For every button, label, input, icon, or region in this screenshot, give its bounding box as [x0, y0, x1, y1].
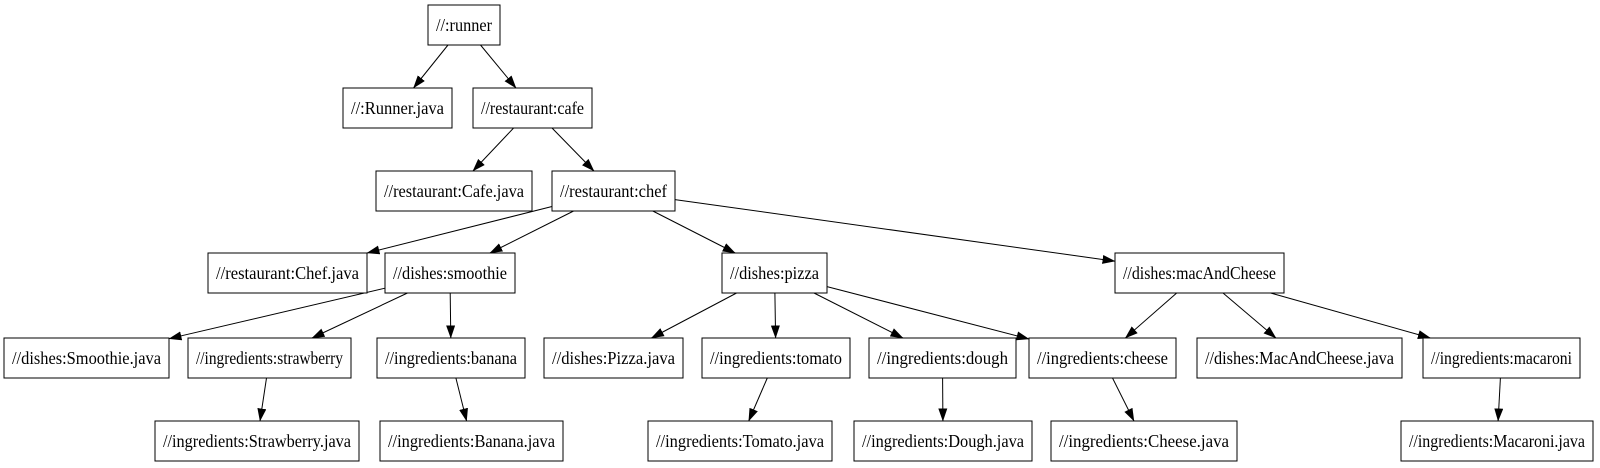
node-box-cafe_java [375, 170, 533, 212]
node-box-tomato_java [647, 420, 833, 462]
node-box-banana [376, 337, 526, 379]
graph-edge-pizza-tomato [770, 292, 780, 339]
graph-edge-macandcheese-macaroni [1270, 292, 1431, 339]
node-label-tomato_java: //ingredients:Tomato.java [656, 431, 824, 451]
graph-node-pizza: //dishes:pizza [721, 252, 828, 294]
graph-edge-runner-cafe [480, 44, 517, 89]
node-box-macaroni [1422, 337, 1581, 379]
graph-node-cheese_java: //ingredients:Cheese.java [1050, 420, 1238, 462]
node-label-cafe_java: //restaurant:Cafe.java [384, 181, 524, 201]
graph-node-chef: //restaurant:chef [551, 170, 676, 212]
node-label-macaroni_java: //ingredients:Macaroni.java [1409, 431, 1585, 451]
graph-node-smoothie_java: //dishes:Smoothie.java [3, 337, 170, 379]
node-label-cheese: //ingredients:cheese [1037, 348, 1168, 368]
node-box-runner_java [342, 87, 453, 129]
graph-node-runner_java: //:Runner.java [342, 87, 453, 129]
graph-node-tomato_java: //ingredients:Tomato.java [647, 420, 833, 462]
node-label-strawberry_java: //ingredients:Strawberry.java [163, 431, 351, 451]
node-label-banana_java: //ingredients:Banana.java [388, 431, 555, 451]
node-box-macandcheese [1114, 252, 1285, 294]
node-box-dough [868, 337, 1017, 379]
graph-node-chef_java: //restaurant:Chef.java [207, 252, 368, 294]
graph-node-pizza_java: //dishes:Pizza.java [543, 337, 684, 379]
graph-edge-tomato-tomato_java [748, 377, 768, 422]
graph-edge-pizza-pizza_java [650, 292, 737, 339]
graph-node-cafe_java: //restaurant:Cafe.java [375, 170, 533, 212]
graph-node-runner: //:runner [427, 4, 501, 46]
graph-edge-pizza-dough [813, 292, 904, 339]
graph-edge-smoothie-smoothie_java [168, 287, 386, 341]
graph-node-cafe: //restaurant:cafe [472, 87, 593, 129]
graph-edge-macandcheese-cheese [1124, 292, 1178, 339]
graph-edge-smoothie-banana [446, 292, 456, 339]
graph-edge-chef-macandcheese [674, 199, 1116, 264]
node-label-macandcheese_java: //dishes:MacAndCheese.java [1205, 348, 1394, 368]
graph-node-dough_java: //ingredients:Dough.java [853, 420, 1033, 462]
node-label-cheese_java: //ingredients:Cheese.java [1059, 431, 1229, 451]
node-box-strawberry_java [154, 420, 360, 462]
node-box-cheese_java [1050, 420, 1238, 462]
node-label-banana: //ingredients:banana [385, 348, 517, 368]
node-label-pizza: //dishes:pizza [730, 263, 819, 283]
graph-edge-smoothie-strawberry [311, 292, 408, 339]
node-box-cafe [472, 87, 593, 129]
node-label-cafe: //restaurant:cafe [481, 98, 584, 118]
graph-edge-macandcheese-macandcheese_java [1222, 292, 1277, 339]
node-label-runner: //:runner [436, 15, 492, 35]
graph-node-banana: //ingredients:banana [376, 337, 526, 379]
graph-edge-chef-chef_java [366, 206, 553, 255]
node-label-pizza_java: //dishes:Pizza.java [552, 348, 675, 368]
node-box-tomato [701, 337, 851, 379]
graph-edge-cafe-chef [551, 127, 595, 172]
node-label-smoothie: //dishes:smoothie [393, 263, 507, 283]
graph-node-macandcheese_java: //dishes:MacAndCheese.java [1196, 337, 1403, 379]
node-box-smoothie [384, 252, 516, 294]
node-box-macandcheese_java [1196, 337, 1403, 379]
graph-edge-chef-pizza [652, 210, 736, 254]
node-label-dough_java: //ingredients:Dough.java [862, 431, 1024, 451]
node-label-chef: //restaurant:chef [560, 181, 667, 201]
graph-node-macaroni: //ingredients:macaroni [1422, 337, 1581, 379]
graph-node-smoothie: //dishes:smoothie [384, 252, 516, 294]
node-box-strawberry [187, 337, 352, 379]
node-box-banana_java [379, 420, 564, 462]
node-box-pizza_java [543, 337, 684, 379]
node-box-macaroni_java [1400, 420, 1594, 462]
graph-edge-macaroni-macaroni_java [1494, 377, 1504, 422]
graph-node-cheese: //ingredients:cheese [1028, 337, 1177, 379]
graph-edge-runner-runner_java [413, 44, 449, 89]
node-box-pizza [721, 252, 828, 294]
node-label-runner_java: //:Runner.java [351, 98, 444, 118]
graph-node-strawberry_java: //ingredients:Strawberry.java [154, 420, 360, 462]
node-box-dough_java [853, 420, 1033, 462]
graph-node-dough: //ingredients:dough [868, 337, 1017, 379]
node-label-chef_java: //restaurant:Chef.java [216, 263, 359, 283]
graph-edge-chef-smoothie [489, 210, 574, 254]
graph-node-tomato: //ingredients:tomato [701, 337, 851, 379]
node-label-dough: //ingredients:dough [877, 348, 1008, 368]
node-box-runner [427, 4, 501, 46]
graph-edge-strawberry-strawberry_java [257, 377, 267, 422]
graph-node-macaroni_java: //ingredients:Macaroni.java [1400, 420, 1594, 462]
graph-edge-cheese-cheese_java [1112, 377, 1135, 422]
graph-node-banana_java: //ingredients:Banana.java [379, 420, 564, 462]
graph-node-macandcheese: //dishes:macAndCheese [1114, 252, 1285, 294]
node-label-smoothie_java: //dishes:Smoothie.java [12, 348, 161, 368]
node-box-chef [551, 170, 676, 212]
node-label-macaroni: //ingredients:macaroni [1431, 348, 1572, 368]
graph-edge-cafe-cafe_java [472, 127, 514, 172]
node-box-chef_java [207, 252, 368, 294]
graph-edge-pizza-cheese [826, 286, 1030, 341]
node-label-strawberry: //ingredients:strawberry [196, 348, 343, 368]
node-box-smoothie_java [3, 337, 170, 379]
graph-node-strawberry: //ingredients:strawberry [187, 337, 352, 379]
node-label-macandcheese: //dishes:macAndCheese [1123, 263, 1276, 283]
node-box-cheese [1028, 337, 1177, 379]
graph-edge-banana-banana_java [455, 377, 468, 422]
node-label-tomato: //ingredients:tomato [710, 348, 842, 368]
